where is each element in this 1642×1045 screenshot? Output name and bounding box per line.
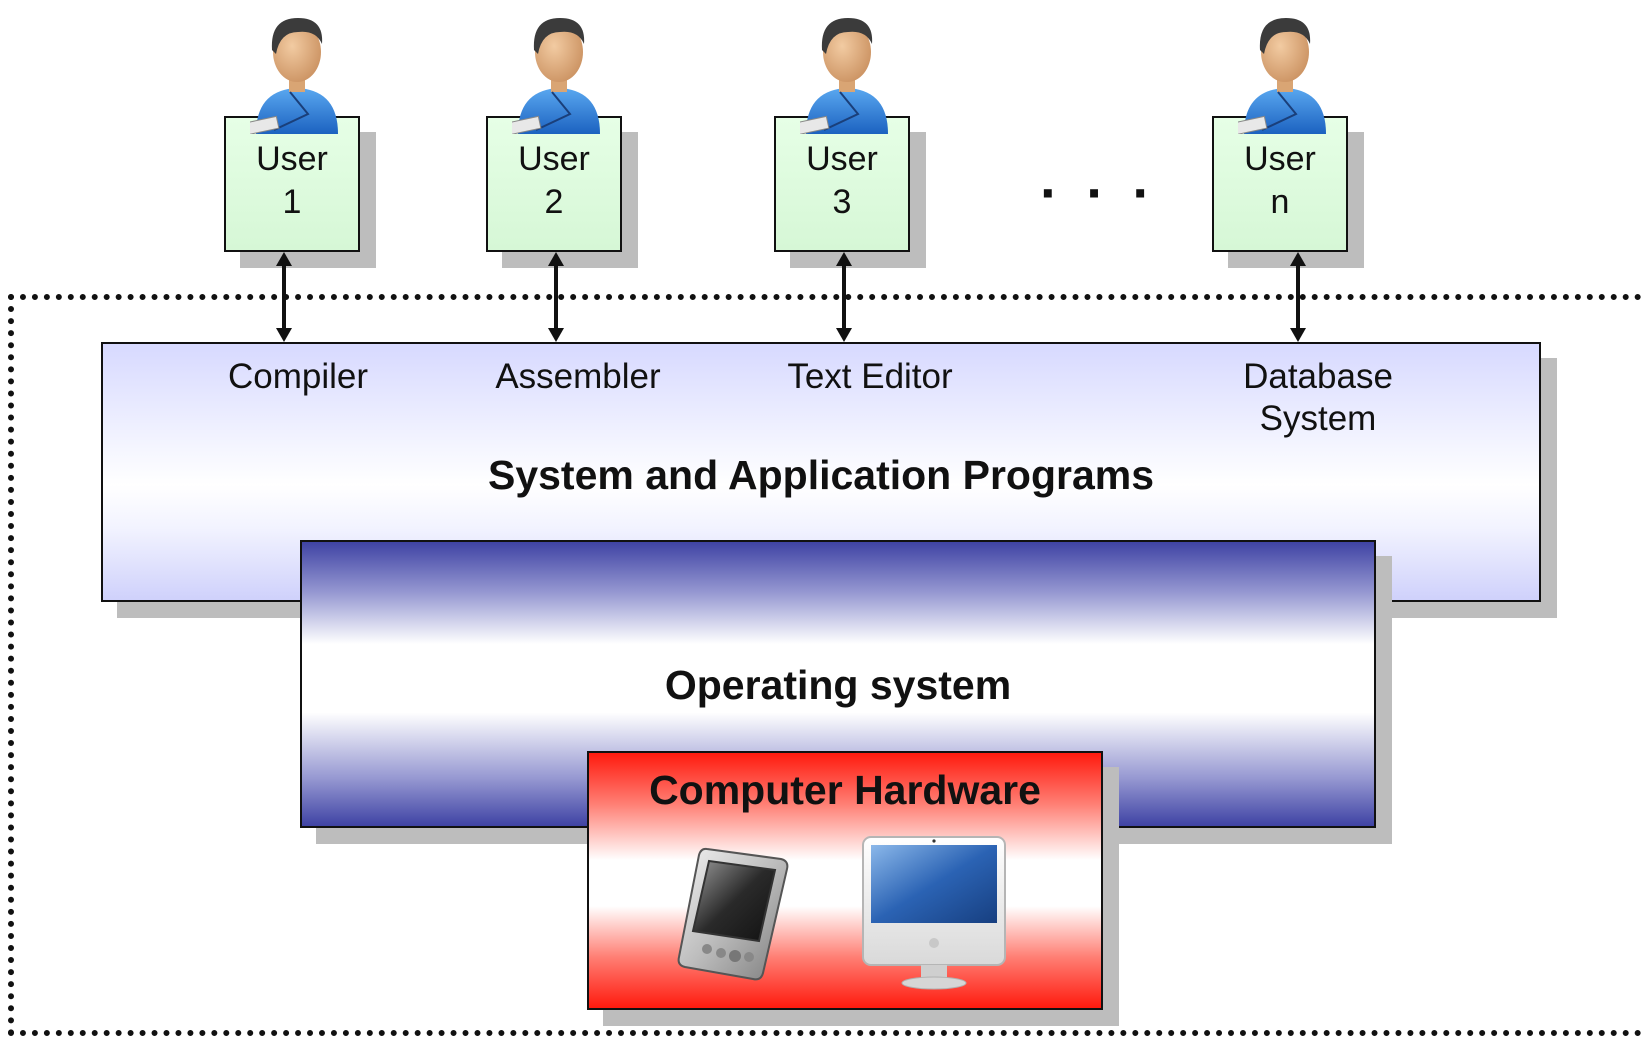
user-label: User — [518, 140, 590, 178]
user-n-box: User n — [1212, 116, 1348, 252]
double-arrow-icon — [1290, 252, 1306, 342]
desktop-computer-icon — [862, 836, 1006, 990]
user-icon — [250, 18, 338, 134]
system-application-programs-layer: Compiler Assembler Text Editor Database … — [101, 342, 1541, 602]
pda-icon — [677, 847, 789, 981]
user-number: 3 — [832, 183, 852, 221]
double-arrow-icon — [548, 252, 564, 342]
user-1-box: User 1 — [224, 116, 360, 252]
user-number: 2 — [544, 183, 564, 221]
system-boundary — [8, 294, 1642, 1036]
double-arrow-icon — [836, 252, 852, 342]
user-number: 1 — [282, 183, 302, 221]
user-icon — [1238, 18, 1326, 134]
os-layer-title: Operating system — [664, 662, 1012, 708]
more-users-ellipsis: · · · — [1040, 161, 1158, 224]
database-line1: Database — [1243, 357, 1393, 396]
text-editor-label: Text Editor — [787, 357, 953, 396]
user-label: User — [1244, 140, 1316, 178]
user-label: User — [806, 140, 878, 178]
user-2-box: User 2 — [486, 116, 622, 252]
user-icon — [512, 18, 600, 134]
user-label: User — [256, 140, 328, 178]
user-icon — [800, 18, 888, 134]
double-arrow-icon — [276, 252, 292, 342]
hardware-layer-title: Computer Hardware — [649, 767, 1041, 813]
user-number: n — [1270, 183, 1290, 221]
compiler-label: Compiler — [227, 357, 369, 396]
user-3-box: User 3 — [774, 116, 910, 252]
apps-layer-title: System and Application Programs — [487, 452, 1155, 498]
database-system-label: Database System — [1223, 356, 1413, 440]
assembler-label: Assembler — [495, 357, 661, 396]
database-line2: System — [1259, 399, 1377, 438]
computer-hardware-layer: Computer Hardware — [587, 751, 1103, 1010]
